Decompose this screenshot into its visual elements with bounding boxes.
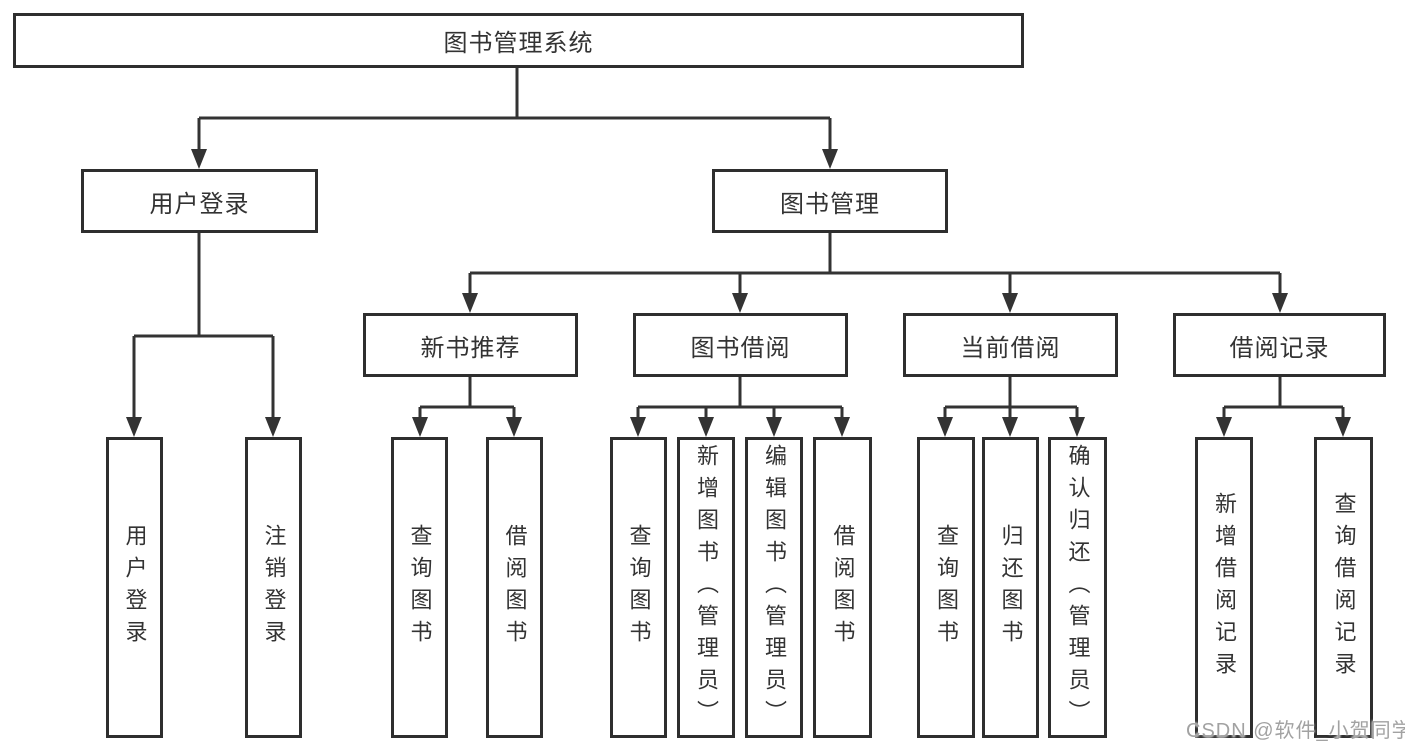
leaf-label: 归还图书	[998, 523, 1024, 652]
leaf-label: 确认归还（管理员）	[1065, 443, 1091, 732]
leaf-label: 查询图书	[626, 523, 652, 652]
node-user-login-branch: 用户登录	[81, 169, 318, 233]
node-book-management-branch: 图书管理	[712, 169, 948, 233]
leaf-label: 借阅图书	[830, 523, 856, 652]
leaf-confirm-return-admin: 确认归还（管理员）	[1048, 437, 1107, 738]
leaf-label: 新增图书（管理员）	[694, 443, 719, 732]
leaf-query-book-current: 查询图书	[917, 437, 975, 738]
leaf-label: 新增借阅记录	[1212, 491, 1237, 684]
leaf-label: 查询借阅记录	[1331, 491, 1357, 684]
leaf-add-borrow-record: 新增借阅记录	[1195, 437, 1253, 738]
leaf-add-book-admin: 新增图书（管理员）	[677, 437, 735, 738]
node-book-borrow: 图书借阅	[633, 313, 848, 377]
leaf-borrow-book-recommend: 借阅图书	[486, 437, 543, 738]
node-current-borrow: 当前借阅	[903, 313, 1118, 377]
leaf-query-borrow-record: 查询借阅记录	[1314, 437, 1373, 738]
leaf-label: 用户登录	[122, 523, 148, 652]
node-new-book-recommend: 新书推荐	[363, 313, 578, 377]
leaf-query-book-recommend: 查询图书	[391, 437, 448, 738]
leaf-borrow-book: 借阅图书	[813, 437, 872, 738]
leaf-user-login: 用户登录	[106, 437, 163, 738]
leaf-label: 注销登录	[261, 523, 287, 652]
leaf-label: 查询图书	[934, 523, 959, 652]
leaf-label: 编辑图书（管理员）	[762, 443, 787, 732]
leaf-logout: 注销登录	[245, 437, 302, 738]
leaf-edit-book-admin: 编辑图书（管理员）	[745, 437, 803, 738]
csdn-watermark: CSDN @软件_小贺同学	[1186, 720, 1405, 742]
leaf-label: 查询图书	[407, 523, 433, 652]
leaf-label: 借阅图书	[502, 523, 528, 652]
node-root-system: 图书管理系统	[13, 13, 1024, 68]
leaf-return-book: 归还图书	[982, 437, 1039, 738]
leaf-query-book-borrow: 查询图书	[610, 437, 667, 738]
node-borrow-record: 借阅记录	[1173, 313, 1386, 377]
